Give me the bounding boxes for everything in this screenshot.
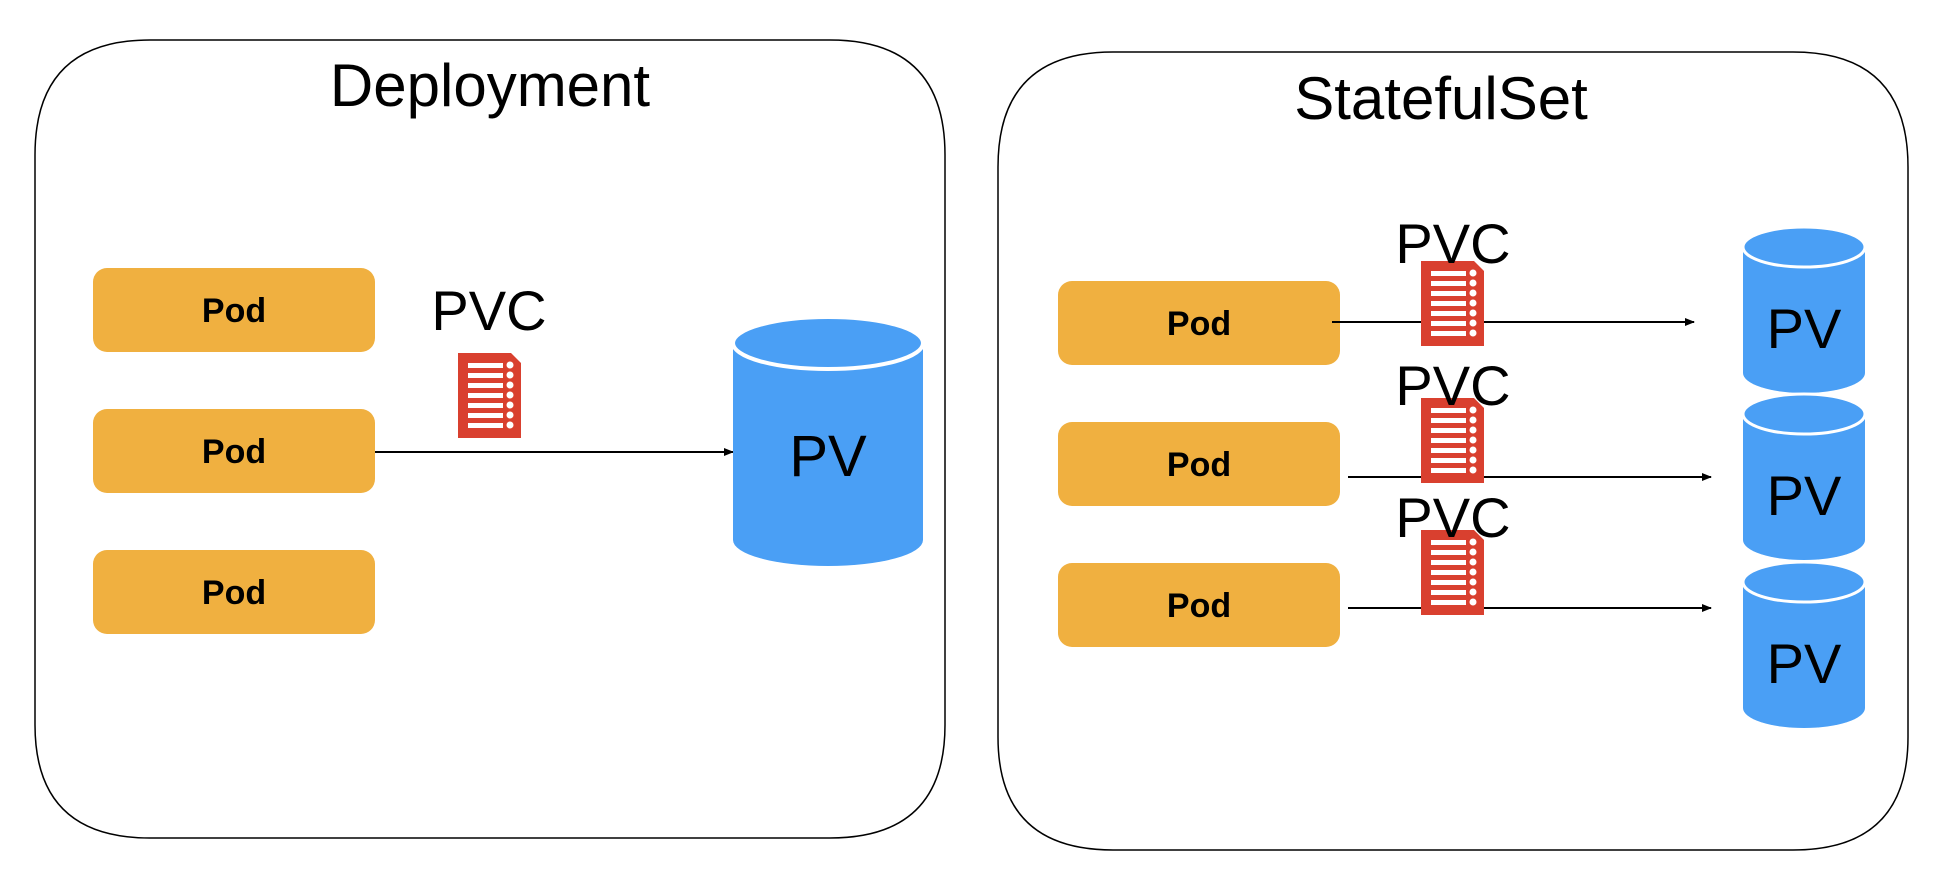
deployment-pod: Pod [93, 409, 375, 493]
pvc-label: PVC [1395, 212, 1510, 275]
pod-label: Pod [202, 433, 266, 471]
pod-label: Pod [1167, 305, 1231, 343]
deployment-title: Deployment [330, 52, 650, 119]
database-cylinder-icon: PV [1741, 225, 1867, 393]
statefulset-row: Pod PVC [1058, 486, 1867, 728]
database-cylinder-icon: PV [1741, 560, 1867, 728]
document-checklist-icon [1421, 530, 1484, 615]
statefulset-row: Pod PVC [1058, 354, 1867, 560]
database-cylinder-icon: PV [731, 315, 925, 566]
statefulset-row: Pod PVC [1058, 212, 1867, 393]
statefulset-title: StatefulSet [1294, 65, 1588, 132]
pod-label: Pod [202, 574, 266, 612]
deployment-pod: Pod [93, 268, 375, 352]
statefulset-pod: Pod [1058, 422, 1340, 506]
pod-label: Pod [202, 292, 266, 330]
pvc-label: PVC [431, 279, 546, 342]
pv-label: PV [1767, 297, 1842, 360]
deployment-pod: Pod [93, 550, 375, 634]
document-checklist-icon [1421, 261, 1484, 346]
pvc-label: PVC [1395, 354, 1510, 417]
statefulset-pod: Pod [1058, 281, 1340, 365]
pv-label: PV [1767, 632, 1842, 695]
document-checklist-icon [1421, 398, 1484, 483]
database-cylinder-icon: PV [1741, 392, 1867, 560]
deployment-panel: Deployment Pod Pod Pod PVC [34, 39, 946, 839]
pvc-label: PVC [1395, 486, 1510, 549]
statefulset-panel: StatefulSet Pod [997, 51, 1909, 851]
pv-label: PV [789, 424, 867, 489]
pv-label: PV [1767, 464, 1842, 527]
pod-label: Pod [1167, 446, 1231, 484]
statefulset-pod: Pod [1058, 563, 1340, 647]
pod-label: Pod [1167, 587, 1231, 625]
document-checklist-icon [458, 353, 521, 438]
deployment-panel-border [34, 39, 946, 839]
